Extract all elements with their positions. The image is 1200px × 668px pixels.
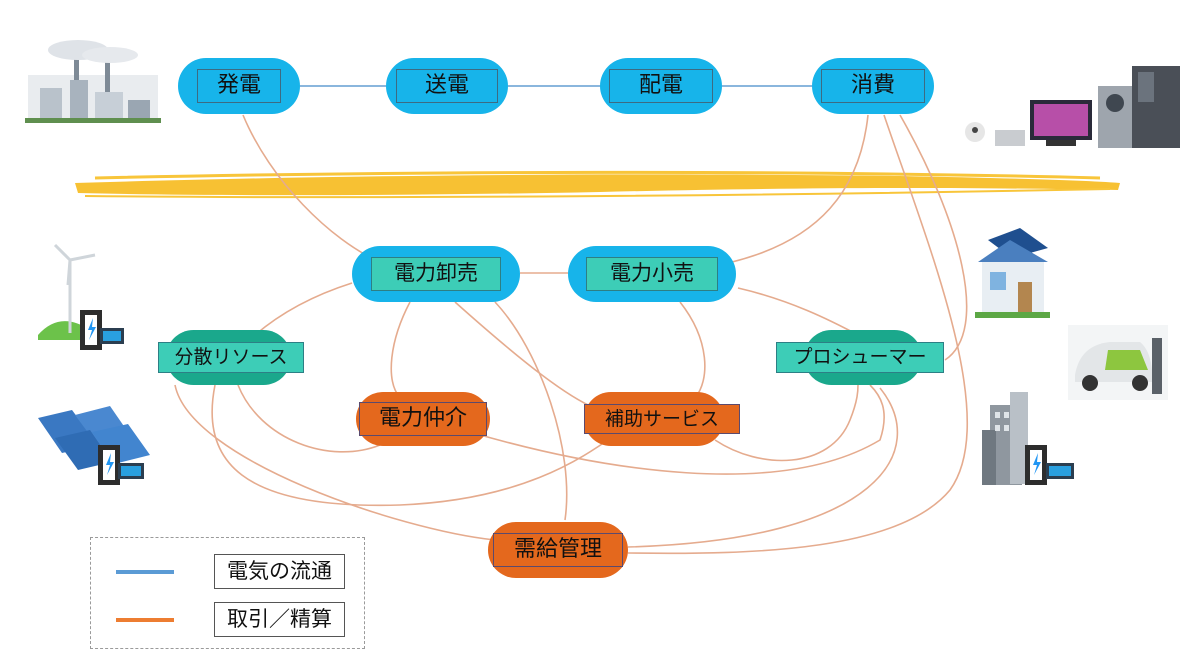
node-consumption: 消費 <box>812 58 934 114</box>
link-dist-demand <box>174 384 496 541</box>
link-cons-retail <box>731 114 869 263</box>
electric-car-charger-icon <box>1068 325 1168 400</box>
node-wholesale: 電力卸売 <box>352 246 520 302</box>
node-prosumer: プロシューマー <box>776 330 944 385</box>
node-retail: 電力小売 <box>568 246 736 302</box>
legend-label-power-flow: 電気の流通 <box>214 554 345 590</box>
link-retail-prosumer <box>737 287 861 337</box>
legend-swatch-trading <box>116 617 174 622</box>
node-brokerage-label: 電力仲介 <box>359 401 487 437</box>
node-distributed-resources-label: 分散リソース <box>158 342 304 373</box>
trading-lines <box>174 114 969 555</box>
link-wholesale-brokerage <box>390 301 411 399</box>
node-consumption-label: 消費 <box>821 68 925 104</box>
node-ancillary-label: 補助サービス <box>584 403 740 435</box>
node-generation-label: 発電 <box>197 68 281 104</box>
link-dist-brokerage <box>237 384 381 453</box>
node-retail-label: 電力小売 <box>586 257 718 291</box>
building-battery-icon <box>982 392 1074 485</box>
node-distribution-label: 配電 <box>609 68 713 104</box>
legend-label-trading: 取引／精算 <box>214 602 345 638</box>
node-brokerage: 電力仲介 <box>356 392 490 446</box>
link-dist-wholesale <box>254 282 353 336</box>
solar-house-icon <box>975 228 1050 318</box>
link-ancillary-prosumer <box>714 384 859 462</box>
legend-swatch-power-flow <box>116 569 174 574</box>
legend: 電気の流通 取引／精算 <box>90 537 365 649</box>
home-appliances-icon <box>965 66 1180 148</box>
link-dist-ancillary <box>211 384 616 507</box>
solar-panel-battery-icon <box>38 406 150 485</box>
link-brokerage-prosumer <box>469 384 885 475</box>
legend-item-power-flow: 電気の流通 <box>91 554 345 590</box>
link-wholesale-demand <box>494 301 568 521</box>
link-cons-demand <box>627 114 969 555</box>
node-distribution: 配電 <box>600 58 722 114</box>
node-demand-supply: 需給管理 <box>488 522 628 578</box>
link-retail-ancillary <box>679 301 706 399</box>
node-ancillary: 補助サービス <box>584 392 740 446</box>
node-generation: 発電 <box>178 58 300 114</box>
legend-item-trading: 取引／精算 <box>91 602 345 638</box>
node-distributed-resources: 分散リソース <box>158 330 304 385</box>
node-wholesale-label: 電力卸売 <box>371 257 501 291</box>
link-cons-prosumer <box>899 114 968 361</box>
node-transmission: 送電 <box>386 58 508 114</box>
wind-turbine-battery-icon <box>38 243 124 350</box>
node-demand-supply-label: 需給管理 <box>493 532 623 568</box>
link-prosumer-demand <box>627 387 899 548</box>
node-transmission-label: 送電 <box>396 68 498 104</box>
power-plant-icon <box>25 40 161 123</box>
node-prosumer-label: プロシューマー <box>776 342 944 373</box>
divider-stroke <box>75 170 1120 199</box>
